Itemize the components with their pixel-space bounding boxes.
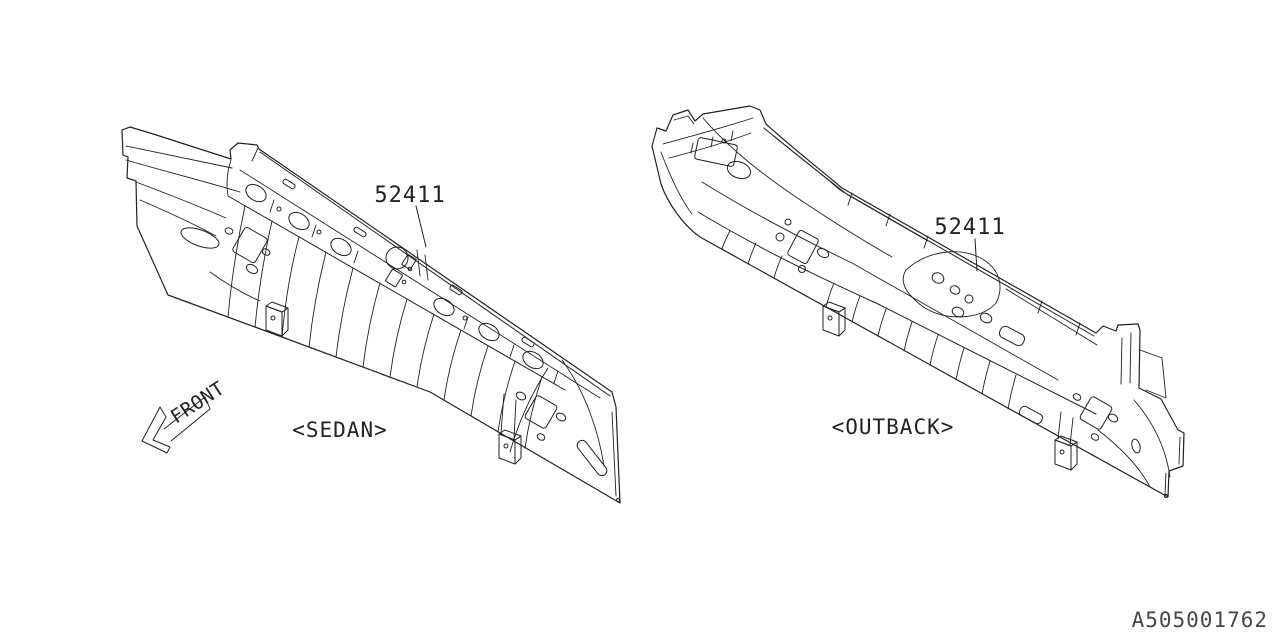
sedan-bracket-right bbox=[498, 393, 522, 465]
arrow-icon bbox=[141, 406, 168, 454]
sedan-panel-drawing bbox=[121, 126, 621, 504]
outback-bracket-right bbox=[1054, 411, 1078, 471]
sedan-leader-line bbox=[415, 205, 427, 248]
variant-label-outback: <OUTBACK> bbox=[832, 415, 955, 439]
part-number-label-outback: 52411 bbox=[934, 215, 1005, 240]
outback-bracket-left bbox=[822, 301, 846, 337]
outback-panel-drawing bbox=[651, 105, 1185, 498]
diagram-code: A505001762 bbox=[1132, 608, 1268, 632]
outback-leader-line bbox=[974, 238, 978, 272]
sedan-bracket-left bbox=[265, 301, 289, 337]
front-label: FRONT bbox=[167, 377, 229, 428]
part-number-label-sedan: 52411 bbox=[374, 183, 445, 208]
variant-label-sedan: <SEDAN> bbox=[292, 418, 388, 442]
front-direction-arrow: FRONT bbox=[141, 377, 229, 454]
